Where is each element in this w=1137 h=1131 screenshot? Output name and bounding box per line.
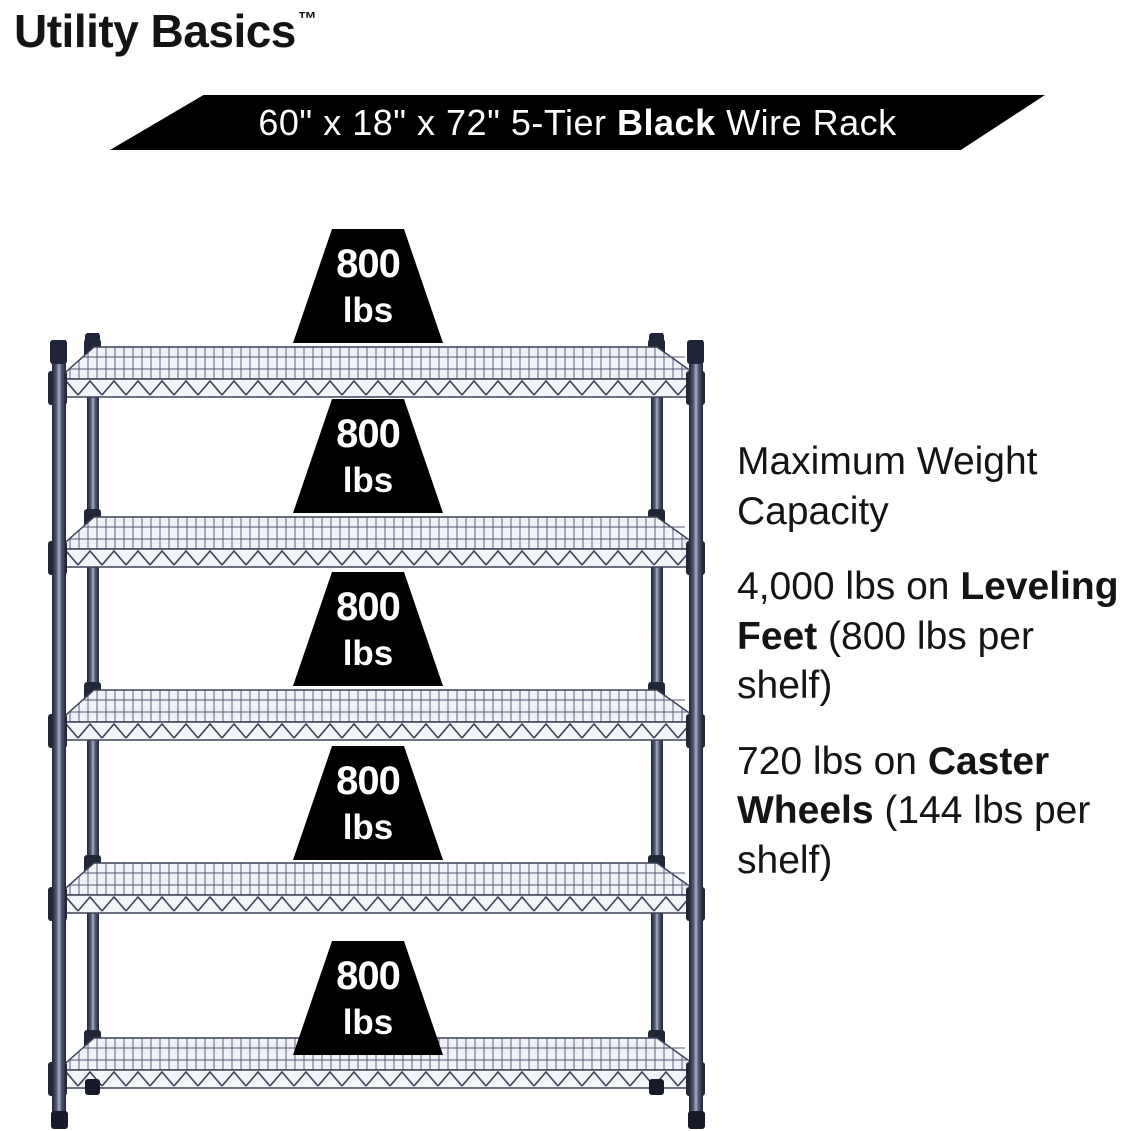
capacity-info-column: Maximum Weight Capacity 4,000 lbs on Lev… [737, 437, 1133, 911]
badge-weight-value: 800 [336, 585, 401, 629]
capacity-text: 4,000 lbs on [737, 565, 961, 609]
capacity-text: 720 lbs on [737, 739, 928, 783]
badge-weight-unit: lbs [342, 461, 394, 500]
leveling-foot-icon [51, 1111, 68, 1129]
leveling-foot-icon [688, 1111, 705, 1129]
badge-weight-value: 800 [336, 759, 401, 803]
trademark-symbol: ™ [297, 9, 317, 30]
rack-front-post-left [52, 340, 66, 1113]
capacity-bold-text: Caster Wheels [737, 739, 1050, 833]
badge-weight-unit: lbs [342, 808, 394, 847]
badge-weight-value: 800 [336, 412, 401, 456]
leveling-feet-capacity: 4,000 lbs on Leveling Feet (800 lbs per … [737, 562, 1133, 711]
badge-weight-unit: lbs [342, 1003, 394, 1042]
badge-weight-unit: lbs [342, 634, 394, 673]
banner-text-highlight: Black [617, 101, 716, 143]
caster-wheels-capacity: 720 lbs on Caster Wheels (144 lbs per sh… [737, 737, 1133, 886]
brand-name: Utility Basics [14, 5, 296, 57]
leveling-foot-icon [85, 1079, 100, 1095]
banner-text-prefix: 60" x 18" x 72" 5-Tier [258, 101, 618, 143]
capacity-text: (800 lbs per shelf) [737, 614, 1034, 708]
rack-front-post-right [689, 340, 703, 1113]
capacity-heading: Maximum Weight Capacity [737, 440, 1038, 533]
wire-rack-illustration [30, 325, 710, 1131]
title-banner: 60" x 18" x 72" 5-Tier Black Wire Rack [110, 95, 1045, 150]
weight-badge-tier-1: 800 lbs [293, 229, 443, 343]
capacity-text: (144 lbs per shelf) [737, 789, 1091, 882]
leveling-foot-icon [649, 1079, 664, 1095]
banner-text-suffix: Wire Rack [715, 101, 897, 143]
rack-graphic [47, 333, 706, 1129]
capacity-bold-text: Leveling Feet [737, 565, 1119, 658]
badge-weight-value: 800 [336, 242, 401, 286]
badge-weight-unit: lbs [342, 291, 394, 330]
badge-weight-value: 800 [336, 954, 401, 998]
